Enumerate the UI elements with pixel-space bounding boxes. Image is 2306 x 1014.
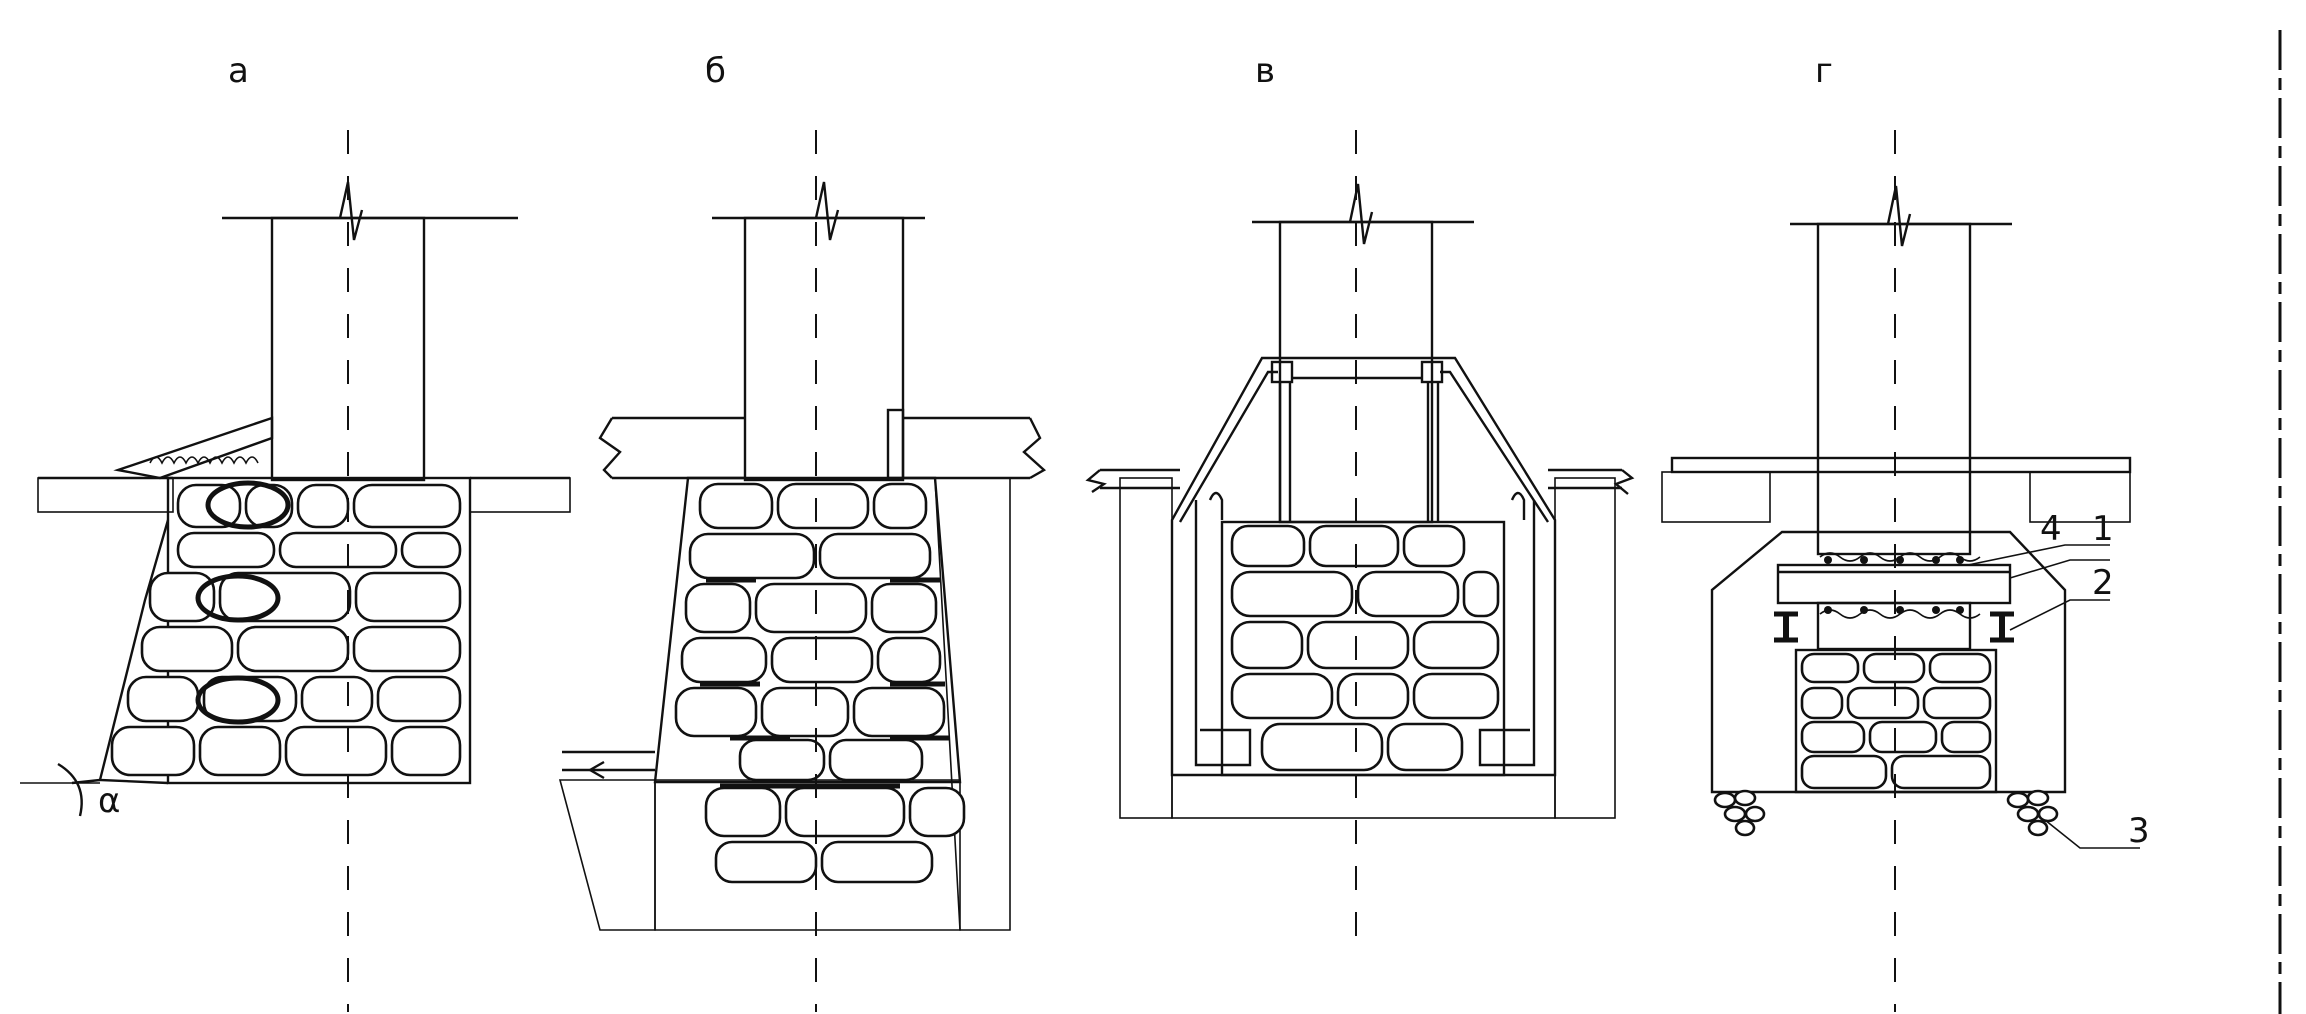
stones-a (110, 480, 462, 777)
soil-v-right (1554, 477, 1616, 819)
anchor-rods-v (1194, 360, 1536, 767)
panel-b: б (558, 51, 1047, 1012)
panel-v: в (1085, 51, 1635, 940)
stones-g (1800, 652, 1992, 790)
stones-v (1230, 524, 1500, 772)
foundation-b (653, 476, 962, 784)
ground-strip-left (37, 477, 174, 513)
soil-g-right (2029, 471, 2131, 523)
soil-b-left (558, 779, 656, 931)
callout-4: 4 (2040, 509, 2062, 549)
panel-v-label: в (1255, 51, 1275, 91)
concrete-jacket-v (1170, 356, 1557, 777)
steel-ties-b (700, 577, 950, 789)
soil-g-left (1661, 471, 1771, 523)
panel-g-label: г (1815, 51, 1833, 91)
gravel-g (1713, 789, 2059, 837)
callout-3: 3 (2128, 811, 2150, 851)
soil-v-left (1119, 477, 1173, 819)
callout-1: 1 (2092, 509, 2114, 549)
i-beam-left (1774, 611, 1798, 643)
core-v (1220, 520, 1506, 777)
wall-a (270, 216, 426, 482)
soil-b-right (934, 477, 1011, 931)
concrete-jacket-g (1710, 530, 2067, 794)
blind-area (113, 416, 274, 480)
i-beam-right (1990, 611, 2014, 643)
stones-b (674, 482, 966, 884)
soil-v-bottom (1171, 774, 1556, 819)
wall-b (743, 216, 905, 482)
rebar-dots-g (1824, 556, 1964, 614)
panel-b-label: б (705, 51, 726, 91)
panel-a: а (20, 51, 571, 1012)
panel-a-label: а (228, 51, 249, 91)
panel-g: г (1661, 51, 2150, 1012)
ground-strip-right (469, 477, 571, 513)
callout-2: 2 (2092, 563, 2114, 603)
floor-slab-g (1670, 456, 2132, 474)
angle-symbol: α (98, 781, 120, 821)
